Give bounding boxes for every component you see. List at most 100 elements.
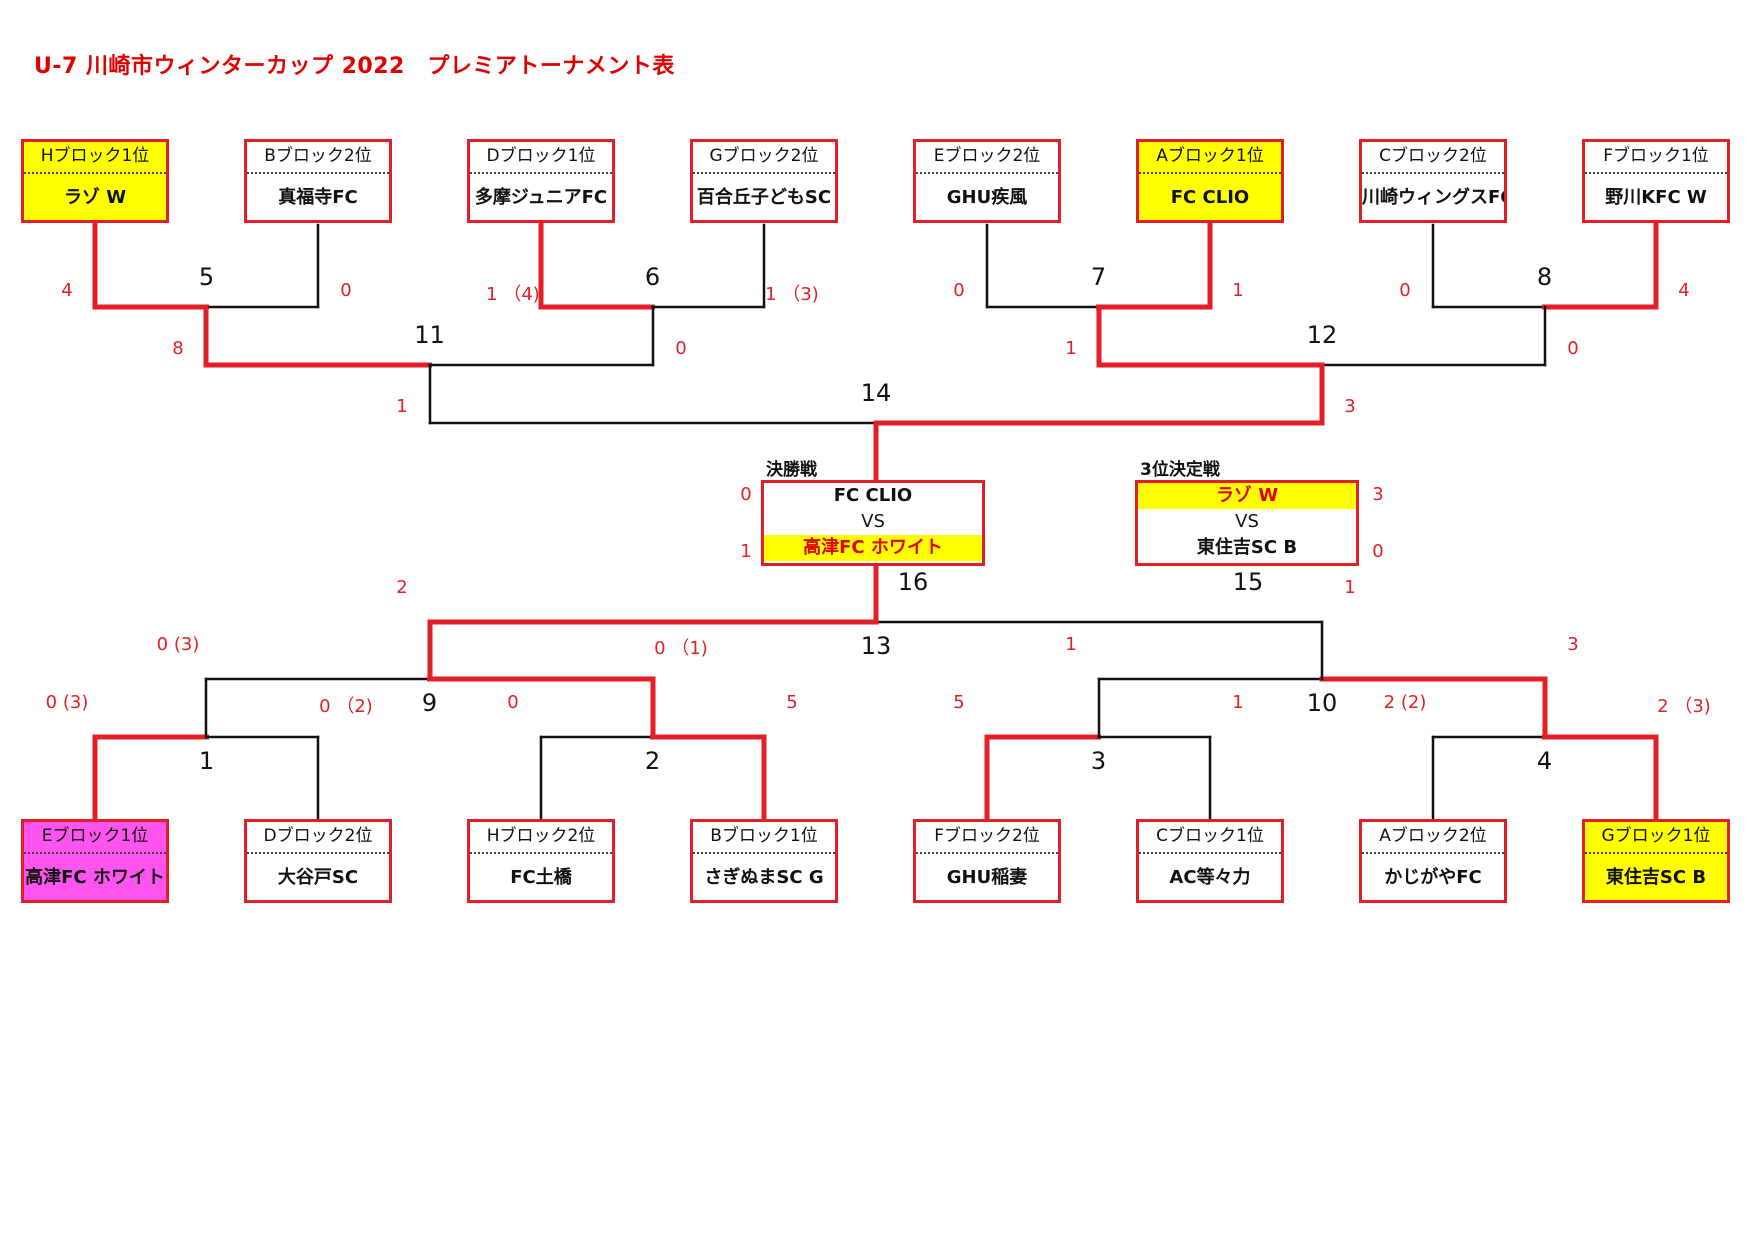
- score-right: 1: [1232, 692, 1244, 713]
- third-vs: VS: [1235, 511, 1259, 532]
- team-block: Aブロック2位: [1362, 822, 1504, 854]
- team-block: Fブロック2位: [916, 822, 1058, 854]
- final-team2: 高津FC ホワイト: [764, 535, 982, 561]
- score-right: 1 （3): [765, 284, 819, 305]
- score-left: 8: [172, 338, 184, 359]
- final-score1: 0: [740, 484, 752, 505]
- team-name: 野川KFC W: [1605, 187, 1707, 208]
- team-block: Hブロック2位: [470, 822, 612, 854]
- team-box: Eブロック2位 GHU疾風: [913, 139, 1061, 223]
- score-left: 2: [396, 577, 408, 598]
- team-box: Aブロック1位 FC CLIO: [1136, 139, 1284, 223]
- team-block: Dブロック1位: [470, 142, 612, 174]
- team-name: さぎぬまSC G: [704, 867, 824, 888]
- match-number: 13: [860, 632, 892, 660]
- score-right: 0: [675, 338, 687, 359]
- score-left: 0: [507, 692, 519, 713]
- score-right: 0 （2): [319, 696, 373, 717]
- team-name: 高津FC ホワイト: [25, 867, 165, 888]
- match-number: 2: [644, 747, 661, 775]
- team-block: Bブロック1位: [693, 822, 835, 854]
- team-box: Gブロック1位東住吉SC B: [1582, 819, 1730, 903]
- score-left: 5: [953, 692, 965, 713]
- team-box: Fブロック2位 GHU稲妻: [913, 819, 1061, 903]
- final-match-no: 16: [897, 568, 929, 596]
- team-name: 真福寺FC: [278, 187, 358, 208]
- third-match-no: 15: [1232, 568, 1264, 596]
- score-right: 0 （1): [654, 638, 708, 659]
- team-name: 東住吉SC B: [1605, 867, 1707, 888]
- team-box: Hブロック1位ラゾ W: [21, 139, 169, 223]
- team-box: Dブロック2位大谷戸SC: [244, 819, 392, 903]
- score-left: 1: [396, 396, 408, 417]
- team-box: Fブロック1位野川KFC W: [1582, 139, 1730, 223]
- match-number: 1: [198, 747, 215, 775]
- score-right: 2 （3): [1657, 696, 1711, 717]
- team-block: Gブロック2位: [693, 142, 835, 174]
- team-block: Bブロック2位: [247, 142, 389, 174]
- match-number: 7: [1090, 263, 1107, 291]
- match-number: 11: [414, 321, 445, 349]
- team-box: Bブロック1位さぎぬまSC G: [690, 819, 838, 903]
- team-block: Gブロック1位: [1585, 822, 1727, 854]
- team-block: Aブロック1位: [1139, 142, 1281, 174]
- match-number: 5: [198, 263, 215, 291]
- score-left: 0 (3): [45, 692, 89, 713]
- final-label: 決勝戦: [766, 460, 817, 480]
- match-number: 8: [1536, 263, 1553, 291]
- third-team1: ラゾ W: [1138, 483, 1356, 509]
- team-block: Eブロック1位: [24, 822, 166, 854]
- score-left: 0 (3): [156, 634, 200, 655]
- score-right: 0: [340, 280, 352, 301]
- third-team2: 東住吉SC B: [1196, 537, 1298, 558]
- match-number: 14: [860, 379, 892, 407]
- match-number: 9: [421, 689, 438, 717]
- third-score1: 3: [1372, 484, 1384, 505]
- match-number: 12: [1306, 321, 1338, 349]
- score-right: 1: [1344, 577, 1356, 598]
- team-block: Cブロック1位: [1139, 822, 1281, 854]
- score-right: 3: [1567, 634, 1579, 655]
- team-box: Aブロック2位かじがやFC: [1359, 819, 1507, 903]
- third-place-label: 3位決定戦: [1140, 460, 1220, 480]
- team-block: Cブロック2位: [1362, 142, 1504, 174]
- team-name: GHU疾風: [946, 187, 1028, 208]
- score-right: 1: [1232, 280, 1244, 301]
- match-number: 3: [1090, 747, 1107, 775]
- page-title: U-7 川崎市ウィンターカップ 2022 プレミアトーナメント表: [34, 54, 675, 79]
- team-block: Eブロック2位: [916, 142, 1058, 174]
- team-box: Cブロック1位 AC等々力: [1136, 819, 1284, 903]
- team-name: 百合丘子どもSC: [696, 187, 832, 208]
- team-name: ラゾ W: [63, 187, 127, 208]
- final-score2: 1: [740, 541, 752, 562]
- score-right: 0: [1567, 338, 1579, 359]
- match-number: 10: [1306, 689, 1338, 717]
- final-box: FC CLIO VS 高津FC ホワイト: [761, 480, 985, 566]
- score-left: 1 （4): [486, 284, 540, 305]
- score-right: 5: [786, 692, 798, 713]
- score-left: 4: [61, 280, 73, 301]
- team-block: Hブロック1位: [24, 142, 166, 174]
- team-name: AC等々力: [1169, 867, 1251, 888]
- score-left: 1: [1065, 634, 1077, 655]
- team-box: Cブロック2位川崎ウィングスFC: [1359, 139, 1507, 223]
- team-name: GHU稲妻: [946, 867, 1028, 888]
- score-right: 3: [1344, 396, 1356, 417]
- team-box: Dブロック1位多摩ジュニアFC: [467, 139, 615, 223]
- team-name: かじがやFC: [1384, 867, 1482, 888]
- final-vs: VS: [861, 511, 885, 532]
- team-name: 多摩ジュニアFC: [474, 187, 608, 208]
- score-left: 1: [1065, 338, 1077, 359]
- team-box: Gブロック2位百合丘子どもSC: [690, 139, 838, 223]
- third-place-box: ラゾ W VS 東住吉SC B: [1135, 480, 1359, 566]
- team-box: Bブロック2位真福寺FC: [244, 139, 392, 223]
- team-block: Dブロック2位: [247, 822, 389, 854]
- team-box: Eブロック1位高津FC ホワイト: [21, 819, 169, 903]
- team-name: 大谷戸SC: [277, 867, 359, 888]
- team-block: Fブロック1位: [1585, 142, 1727, 174]
- score-left: 0: [1399, 280, 1411, 301]
- score-left: 2 (2): [1383, 692, 1427, 713]
- team-name: 川崎ウィングスFC: [1362, 187, 1504, 208]
- team-name: FC CLIO: [1170, 187, 1250, 208]
